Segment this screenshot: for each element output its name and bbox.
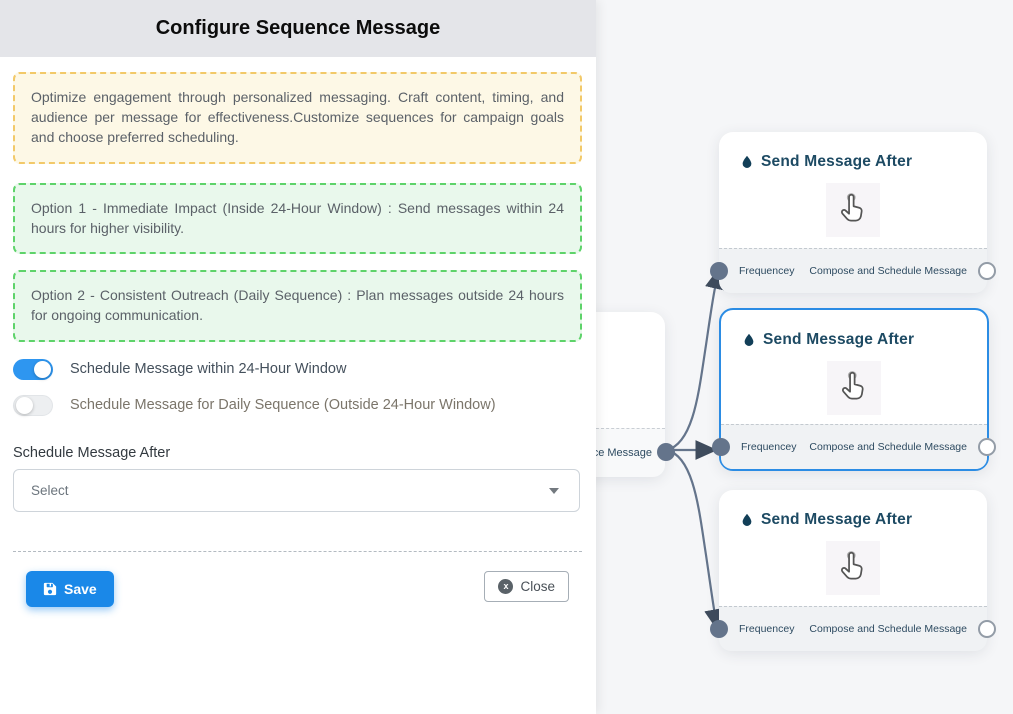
compose-schedule-tab[interactable]: Compose and Schedule Message [809, 265, 967, 277]
water-drop-icon [740, 512, 754, 528]
panel-header: Configure Sequence Message [0, 0, 596, 57]
compose-schedule-tab[interactable]: Compose and Schedule Message [809, 441, 967, 453]
toggle-knob [16, 397, 33, 415]
node-footer: Frequencey Compose and Schedule Message [719, 248, 987, 293]
hand-box [827, 361, 881, 415]
toggle-row-daily-sequence: Schedule Message for Daily Sequence (Out… [13, 394, 582, 416]
toggle-row-within-24h: Schedule Message within 24-Hour Window [13, 358, 582, 380]
frequency-tab[interactable]: Frequencey [741, 441, 797, 453]
node-header: Send Message After [721, 310, 987, 349]
panel-body: Optimize engagement through personalized… [0, 57, 596, 608]
tap-hand-icon [833, 365, 875, 412]
output-port[interactable] [978, 438, 996, 456]
page-title: Configure Sequence Message [155, 17, 441, 39]
node-footer: Frequencey Compose and Schedule Message [721, 424, 987, 469]
node-send-message-after-1[interactable]: Send Message After Frequencey Compose an… [710, 132, 996, 293]
schedule-after-label: Schedule Message After [13, 445, 171, 462]
edge-to-bottom-node [666, 448, 724, 632]
within-24h-toggle[interactable] [13, 358, 53, 380]
option1-note: Option 1 - Immediate Impact (Inside 24-H… [13, 182, 582, 255]
output-port[interactable] [978, 620, 996, 638]
input-port[interactable] [710, 262, 728, 280]
configure-sequence-panel: Configure Sequence Message Optimize enga… [0, 0, 596, 608]
schedule-after-select[interactable]: Select [13, 469, 580, 513]
frequency-tab[interactable]: Frequencey [739, 265, 795, 277]
chevron-down-icon [549, 487, 559, 494]
save-button[interactable]: Save [26, 571, 114, 608]
close-button-label: Close [520, 579, 555, 595]
option2-note: Option 2 - Consistent Outreach (Daily Se… [13, 270, 582, 343]
node-header: Send Message After [719, 490, 987, 529]
node-title: Send Message After [761, 511, 913, 528]
edge-to-top-node [666, 266, 725, 452]
close-circle-icon: x [498, 579, 514, 595]
node-footer: Frequencey Compose and Schedule Message [719, 606, 987, 651]
water-drop-icon [740, 154, 754, 170]
node-partial-label[interactable]: ce Message [592, 447, 652, 459]
save-button-label: Save [64, 581, 97, 598]
info-note: Optimize engagement through personalized… [13, 72, 582, 164]
output-port[interactable] [978, 262, 996, 280]
output-port[interactable] [657, 443, 675, 461]
panel-footer: Save x Close [13, 551, 582, 608]
input-port[interactable] [712, 438, 730, 456]
frequency-tab[interactable]: Frequencey [739, 623, 795, 635]
close-button[interactable]: x Close [484, 571, 569, 603]
toggle-knob [34, 360, 51, 378]
node-header: Send Message After [719, 132, 987, 171]
tap-hand-icon [832, 187, 874, 234]
compose-schedule-tab[interactable]: Compose and Schedule Message [809, 623, 967, 635]
node-title: Send Message After [761, 153, 913, 170]
node-send-message-after-3[interactable]: Send Message After Frequencey Compose an… [710, 490, 996, 651]
node-title: Send Message After [763, 331, 915, 348]
water-drop-icon [742, 332, 756, 348]
hand-box [826, 541, 880, 595]
within-24h-toggle-label: Schedule Message within 24-Hour Window [70, 361, 347, 378]
daily-sequence-toggle[interactable] [13, 394, 53, 416]
daily-sequence-toggle-label: Schedule Message for Daily Sequence (Out… [70, 397, 496, 414]
node-send-message-after-2[interactable]: Send Message After Frequencey Compose an… [712, 308, 996, 471]
tap-hand-icon [832, 545, 874, 592]
select-value: Select [31, 483, 69, 499]
input-port[interactable] [710, 620, 728, 638]
hand-box [826, 183, 880, 237]
save-floppy-icon [43, 582, 57, 596]
